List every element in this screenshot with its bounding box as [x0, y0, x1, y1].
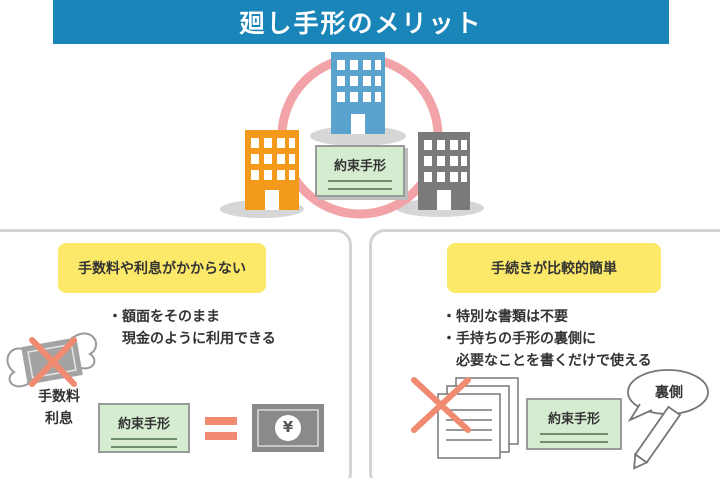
right-note-label: 約束手形 — [547, 412, 600, 427]
left-bullets: ・額面をそのまま 現金のように利用できる — [108, 306, 276, 350]
left-promissory-note: 約束手形 — [98, 403, 190, 453]
note-line — [111, 446, 177, 448]
center-note-label: 約束手形 — [333, 159, 386, 174]
note-line — [111, 438, 177, 440]
note-line — [328, 180, 392, 182]
bullet-item: 必要なことを書くだけで使える — [456, 353, 652, 369]
building-gray-icon — [418, 132, 470, 210]
interest-label: 利息 — [45, 411, 73, 427]
fee-interest-label: 手数料 利息 — [38, 386, 80, 430]
bullet-item: ・手持ちの手形の裏側に — [442, 331, 596, 347]
note-line — [540, 441, 608, 443]
buildings-ring-illustration — [220, 52, 484, 219]
speech-bubble-text: 裏側 — [655, 385, 683, 401]
right-benefit-heading: 手続きが比較的簡単 — [447, 243, 661, 293]
bullet-item: 現金のように利用できる — [122, 331, 276, 347]
page-title: 廻し手形のメリット — [53, 0, 669, 44]
right-promissory-note: 約束手形 — [526, 398, 622, 450]
left-note-label: 約束手形 — [117, 417, 170, 432]
right-bullets: ・特別な書類は不要 ・手持ちの手形の裏側に 必要なことを書くだけで使える — [442, 306, 652, 372]
building-blue-icon — [331, 52, 385, 134]
bullet-item: ・額面をそのまま — [108, 309, 220, 325]
note-line — [540, 433, 608, 435]
center-promissory-note: 約束手形 — [315, 145, 405, 197]
building-orange-icon — [245, 130, 299, 210]
left-benefit-heading: 手数料や利息がかからない — [58, 243, 266, 293]
currency-symbol: ¥ — [282, 418, 294, 436]
note-line — [328, 188, 392, 190]
bullet-item: ・特別な書類は不要 — [442, 309, 568, 325]
fee-label: 手数料 — [38, 389, 80, 405]
